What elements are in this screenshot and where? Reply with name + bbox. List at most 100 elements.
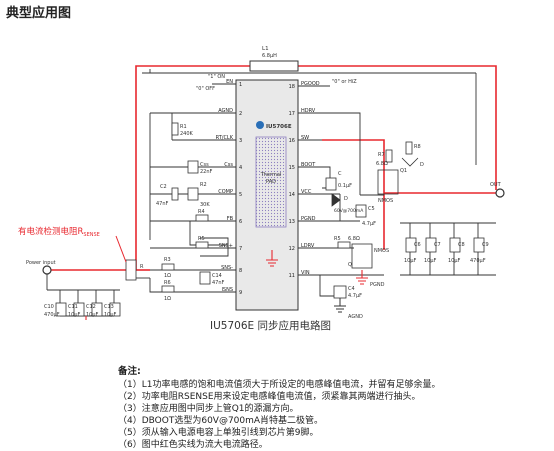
resistor-r6 (161, 285, 175, 293)
c8-value: 10μF (448, 258, 461, 264)
pin-9-name: ISNS (221, 287, 233, 293)
c10-value: 470μF (44, 312, 60, 318)
resistor-r7 (385, 149, 393, 163)
capacitor-c4 (333, 285, 347, 299)
brand-logo-icon (256, 121, 264, 129)
c8-label: C8 (458, 242, 465, 248)
thermal-pad-label-1: Thermal (260, 172, 282, 178)
pin-16-name: SW (301, 135, 309, 141)
nmos-bottom-label: NMOS (374, 248, 389, 254)
output-label: OUT (490, 182, 502, 188)
c4-label: C4 (348, 286, 355, 292)
connectors (42, 188, 505, 275)
capacitor-c11 (73, 302, 85, 317)
resistor-r5 (195, 241, 209, 249)
schematic-labels: "1" ON "0" OFF "0" or HiZ R1 240K Css 22… (18, 74, 502, 320)
l1-value: 6.8μH (262, 53, 277, 59)
pin-18-name: PGOOD (301, 81, 320, 87)
c9-label: C9 (482, 242, 489, 248)
semiconductors (331, 157, 419, 269)
notes-section: 备注: （1）L1功率电感的饱和电流值须大于所设定的电感峰值电流，并留有足够余量… (118, 366, 440, 451)
c13-value: 10μF (104, 312, 117, 318)
pin-12-number: 12 (289, 246, 295, 252)
pin-7-number: 7 (239, 246, 242, 252)
schematic-diagram: L1 6.8μH (18, 46, 505, 320)
note-item: （6）图中红色实线为流大电流路径。 (118, 440, 268, 450)
diode-dboot (331, 193, 341, 207)
pin-2-number: 2 (239, 111, 242, 117)
pin-4-name: Css (224, 162, 233, 168)
resistor-rsense (125, 259, 137, 281)
capacitor-c12 (91, 302, 103, 317)
pin-4-number: 4 (239, 165, 242, 171)
c14-value: 47nF (212, 280, 225, 286)
resistor-r4 (195, 214, 209, 222)
pin-11-name: VIN (301, 270, 310, 276)
pin-18-number: 18 (289, 84, 295, 90)
pin-16-number: 16 (289, 138, 295, 144)
css-label: Css (200, 162, 209, 168)
pin-14-name: VCC (301, 189, 312, 195)
r4-label: R4 (198, 209, 205, 215)
pgnd-q2-label: PGND (370, 282, 385, 288)
pin-6-name: FB (227, 216, 234, 222)
c2-value: 47nF (156, 201, 169, 207)
c6-value: 10μF (404, 258, 417, 264)
agnd-icon (334, 298, 346, 313)
pin-17-number: 17 (289, 111, 295, 117)
pin-14-number: 14 (289, 192, 295, 198)
c11-value: 10μF (68, 312, 81, 318)
r3-value: 1Ω (164, 273, 171, 279)
pgnd-q2-icon (356, 270, 368, 285)
pin-8-number: 8 (239, 268, 242, 274)
pin-3-number: 3 (239, 138, 242, 144)
sense-resistor-annotation: 有电流检测电阻RSENSE (18, 226, 100, 238)
mosfet-q1 (377, 169, 399, 195)
diagram-caption: IU5706E 同步应用电路图 (210, 320, 331, 332)
pin-2-name: AGND (218, 108, 233, 114)
c14-label: C14 (212, 273, 222, 279)
c2-label: C2 (160, 184, 167, 190)
power-input-terminal-icon (42, 265, 52, 275)
c13-label: C13 (104, 304, 114, 310)
cboot-label: C (338, 171, 342, 177)
pin-1-number: 1 (239, 82, 242, 88)
pin-5-number: 5 (239, 192, 242, 198)
components (55, 122, 485, 317)
ldrv-res-label: R5 (334, 236, 341, 242)
notes-list: （1）L1功率电感的饱和电流值须大于所设定的电感峰值电流，并留有足够余量。 （2… (118, 379, 440, 451)
agnd-label: AGND (348, 314, 363, 320)
capacitor-c8 (449, 237, 461, 253)
pgood-note: "0" or HiZ (332, 79, 357, 85)
pin-5-name: COMP (218, 189, 233, 195)
pin-15-name: BOOT (301, 162, 316, 168)
capacitor-css (187, 160, 199, 174)
pin-6-number: 6 (239, 219, 242, 225)
pin-7-name: SNS+ (219, 243, 233, 249)
cboot-value: 0.1μF (338, 183, 352, 189)
c11-label: C11 (68, 304, 78, 310)
pin-17-name: HDRV (301, 108, 316, 114)
q1-label: Q1 (400, 168, 407, 174)
rsense-label: R (140, 264, 144, 270)
capacitor-cboot (325, 177, 337, 191)
note-item: （1）L1功率电感的饱和电流值须大于所设定的电感峰值电流，并留有足够余量。 (118, 380, 441, 390)
signal-wires (46, 69, 496, 317)
en-on-label: "1" ON (208, 74, 225, 80)
c7-value: 10μF (424, 258, 437, 264)
pin-15-number: 15 (289, 165, 295, 171)
capacitor-c13 (109, 302, 121, 317)
capacitor-c14 (199, 271, 211, 285)
note-item: （2）功率电阻RSENSE用来设定电感峰值电流值，须紧靠其两端进行抽头。 (118, 392, 421, 402)
inductor-l1: L1 6.8μH (249, 46, 299, 72)
dboot-value: 60V@700mA (334, 208, 364, 214)
capacitor-c6 (405, 237, 417, 253)
r2-value: 30K (200, 202, 210, 208)
ground-symbols (85, 250, 368, 320)
en-off-label: "0" OFF (196, 86, 215, 92)
r5-label: R5 (198, 236, 205, 242)
c10-label: C10 (44, 304, 54, 310)
resistor-r8 (405, 141, 413, 155)
resistor-ldrv (337, 241, 351, 249)
note-item: （4）DBOOT选型为60V@700mA肖特基二极管。 (118, 416, 324, 426)
